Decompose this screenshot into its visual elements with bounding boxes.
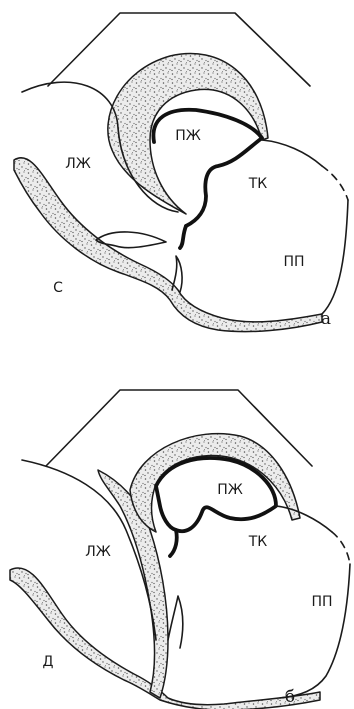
label-rv-b: ПЖ (217, 482, 243, 498)
rv-wall-tissue (130, 434, 300, 532)
label-ra-b: ПП (311, 594, 332, 610)
label-panel-b: б (285, 687, 295, 707)
ra-border (262, 140, 322, 166)
label-rv-a: ПЖ (175, 128, 201, 144)
septum-tissue (14, 158, 322, 332)
panel-a: ПЖ ЛЖ ТК ПП С а (14, 13, 348, 332)
atrial-septum (168, 596, 183, 648)
label-phase-a: С (53, 280, 63, 296)
label-lv-b: ЛЖ (85, 544, 111, 560)
label-phase-b: Д (43, 654, 54, 670)
panel-b: ПЖ ЛЖ ТК ПП Д б (10, 390, 350, 709)
rv-cavity-outline (153, 110, 262, 226)
ra-dashed-border (322, 166, 348, 200)
tricuspid-leaflet (180, 226, 186, 248)
label-ra-a: ПП (283, 254, 304, 270)
ra-lower-border (322, 200, 348, 314)
label-tv-a: ТК (248, 176, 268, 192)
ra-lower-border (280, 564, 350, 698)
ra-dashed-border (332, 532, 350, 564)
ra-border (276, 506, 332, 532)
label-lv-a: ЛЖ (65, 156, 91, 172)
tricuspid-leaflet (170, 530, 177, 556)
label-tv-b: ТК (248, 534, 268, 550)
label-panel-a: а (321, 309, 331, 329)
atrial-septum (172, 256, 182, 292)
